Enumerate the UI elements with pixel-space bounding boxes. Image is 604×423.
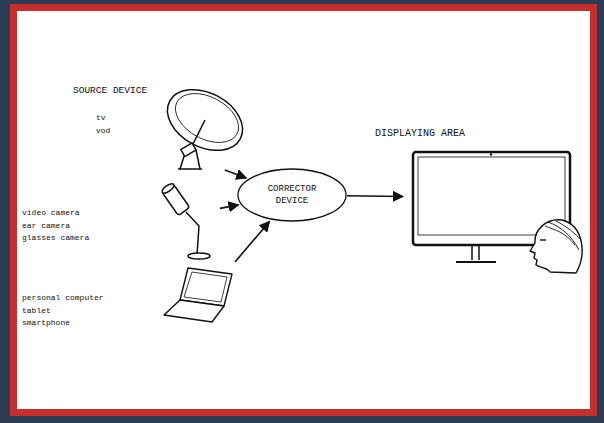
head-eye — [540, 239, 546, 240]
satellite-dish — [157, 77, 253, 169]
white-panel — [17, 11, 590, 409]
dish-feed — [181, 143, 196, 156]
laptop — [164, 268, 232, 322]
text-holder: tv vod — [96, 112, 110, 137]
dish-rim — [167, 83, 247, 152]
laptop-display — [184, 272, 227, 302]
laptop-keyboard — [164, 300, 224, 322]
text-holder: personal computer tablet smartphone — [22, 292, 104, 330]
laptop-screen — [180, 268, 232, 306]
device-label: DISPLAYING AREA — [375, 128, 465, 140]
camera-base — [188, 253, 210, 259]
corrector-ellipse: CORRECTOR DEVICE — [237, 168, 347, 222]
computer-device: personal computer tablet smartphone — [20, 262, 235, 333]
ellipse-border — [238, 169, 346, 221]
device-label: tv vod — [96, 112, 110, 137]
monitor-camera — [490, 153, 492, 155]
device-label: personal computer tablet smartphone — [22, 292, 104, 330]
text-holder: CORRECTOR DEVICE — [237, 168, 347, 222]
text-holder: DISPLAYING AREA — [375, 128, 465, 140]
head-hair — [545, 221, 581, 250]
device-name: CORRECTOR DEVICE — [268, 183, 317, 207]
arrow-connector — [225, 170, 246, 178]
camera-lens — [161, 182, 176, 195]
device-label: SOURCE DEVICE — [73, 85, 147, 97]
head-outline — [530, 220, 582, 273]
camera — [161, 182, 210, 259]
camera-stand — [186, 212, 199, 255]
monitor-neck — [472, 245, 479, 260]
ellipse-outline — [237, 168, 347, 222]
text-holder: SOURCE DEVICE — [73, 85, 147, 97]
camera-device: video camera ear camera glasses camera — [20, 178, 220, 260]
display-area: DISPLAYING AREA — [405, 126, 585, 276]
arrow-connector — [220, 205, 239, 208]
device-label: video camera ear camera glasses camera — [22, 207, 89, 245]
text-holder: video camera ear camera glasses camera — [22, 207, 89, 245]
viewer-head — [530, 220, 582, 273]
monitor-base — [456, 261, 496, 263]
dish-bowl — [157, 77, 253, 162]
arrow-connector — [235, 221, 270, 262]
monitor-screen — [418, 157, 565, 235]
source-device: SOURCE DEVICE tv vod — [70, 82, 242, 170]
red-frame — [10, 4, 597, 416]
arrow-connector — [347, 195, 403, 197]
